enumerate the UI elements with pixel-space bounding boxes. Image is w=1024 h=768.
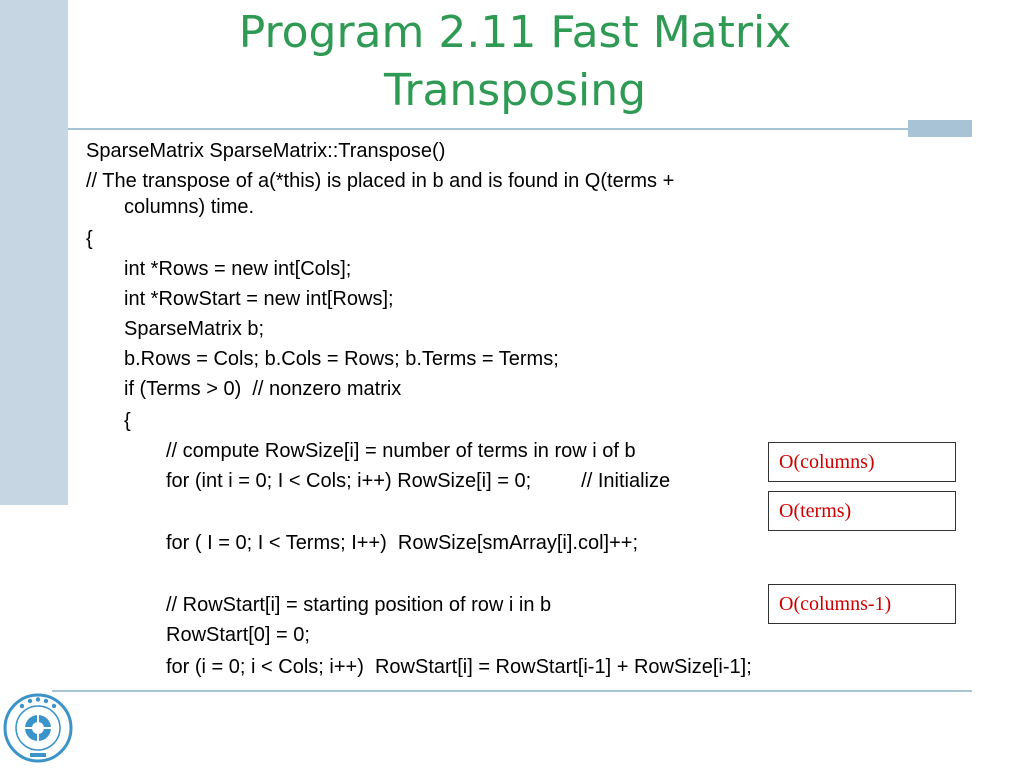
code-line: SparseMatrix b; — [124, 318, 265, 340]
title-divider — [68, 128, 972, 130]
slide-title-line-2: Transposing — [383, 65, 647, 116]
code-line: { — [86, 228, 93, 250]
code-line: int *Rows = new int[Cols]; — [124, 258, 352, 280]
code-line: // The transpose of a(*this) is placed i… — [86, 170, 675, 192]
complexity-annotation-terms: O(terms) — [768, 491, 956, 531]
university-seal-icon — [3, 693, 73, 763]
code-line: { — [124, 410, 131, 432]
slide-title-line-1: Program 2.11 Fast Matrix — [238, 7, 792, 58]
code-line: SparseMatrix SparseMatrix::Transpose() — [86, 140, 446, 162]
complexity-annotation-columns-minus-1: O(columns-1) — [768, 584, 956, 624]
code-line: for (i = 0; i < Cols; i++) RowStart[i] =… — [166, 656, 752, 678]
code-line: RowStart[0] = 0; — [166, 624, 310, 646]
title-divider-accent — [908, 120, 972, 137]
code-line: int *RowStart = new int[Rows]; — [124, 288, 394, 310]
complexity-annotation-columns: O(columns) — [768, 442, 956, 482]
code-line: for ( I = 0; I < Terms; I++) RowSize[smA… — [166, 532, 639, 554]
code-line: // compute RowSize[i] = number of terms … — [166, 440, 636, 462]
slide-title: Program 2.11 Fast Matrix Transposing — [140, 4, 890, 120]
footer-divider — [52, 690, 972, 692]
code-line: // RowStart[i] = starting position of ro… — [166, 594, 552, 616]
code-line: b.Rows = Cols; b.Cols = Rows; b.Terms = … — [124, 348, 559, 370]
code-line: columns) time. — [124, 196, 255, 218]
code-line: if (Terms > 0) // nonzero matrix — [124, 378, 402, 400]
side-decoration-bar — [0, 0, 68, 505]
code-line: for (int i = 0; I < Cols; i++) RowSize[i… — [166, 470, 671, 492]
